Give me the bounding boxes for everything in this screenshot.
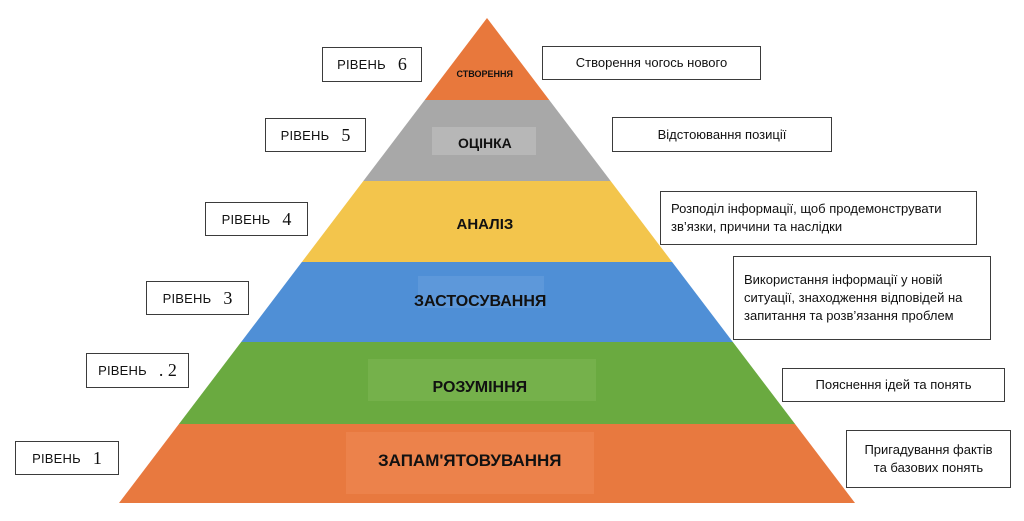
tier-label-remembering: ЗАПАМ'ЯТОВУВАННЯ	[378, 451, 562, 470]
description-evaluating: Відстоювання позиції	[612, 117, 832, 152]
tier-label-creating: СТВОРЕННЯ	[456, 69, 514, 79]
level-number: 3	[223, 287, 233, 308]
pyramid-tier-analyzing	[301, 181, 673, 262]
pyramid-tier-creating	[424, 18, 550, 100]
description-remembering: Пригадування фактів та базових понять	[846, 430, 1011, 488]
level-box-4: РІВЕНЬ 4	[205, 202, 308, 236]
tier-label-evaluating: ОЦІНКА	[458, 135, 512, 151]
level-number: 1	[92, 447, 102, 468]
tier-highlight-applying	[418, 276, 544, 308]
tier-label-applying: ЗАСТОСУВАННЯ	[414, 293, 547, 310]
level-number: 5	[341, 124, 351, 145]
level-word: РІВЕНЬ	[162, 290, 212, 306]
level-box-6: РІВЕНЬ 6	[322, 47, 422, 82]
level-box-5: РІВЕНЬ 5	[265, 118, 366, 152]
tier-label-analyzing: АНАЛІЗ	[456, 215, 514, 233]
level-box-1: РІВЕНЬ 1	[15, 441, 119, 475]
description-analyzing: Розподіл інформації, щоб продемонструват…	[660, 191, 977, 245]
level-word: РІВЕНЬ	[337, 57, 386, 72]
level-box-2: РІВЕНЬ . 2	[86, 353, 189, 388]
description-understanding: Пояснення ідей та понять	[782, 368, 1005, 402]
description-applying: Використання інформації у новій ситуації…	[733, 256, 991, 340]
level-number: 6	[397, 54, 407, 74]
level-word: РІВЕНЬ	[98, 363, 147, 378]
level-number: . 2	[158, 360, 177, 380]
level-number: 4	[282, 208, 292, 229]
description-creating: Створення чогось нового	[542, 46, 761, 80]
tier-highlight-understanding	[368, 359, 596, 401]
level-box-3: РІВЕНЬ 3	[146, 281, 249, 315]
level-word: РІВЕНЬ	[32, 450, 81, 466]
tier-highlight-evaluating	[432, 127, 536, 155]
level-word: РІВЕНЬ	[221, 211, 271, 227]
level-word: РІВЕНЬ	[280, 127, 330, 143]
tier-label-understanding: РОЗУМІННЯ	[432, 379, 528, 396]
tier-highlight-remembering	[346, 432, 594, 494]
